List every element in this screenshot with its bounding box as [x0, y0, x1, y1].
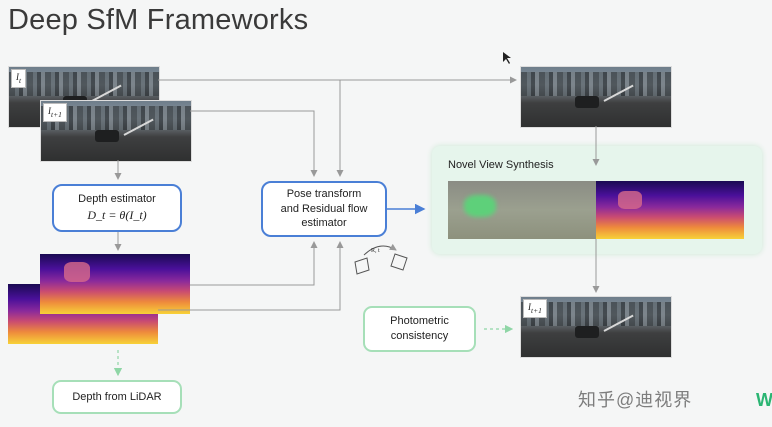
pose-label-line2: and Residual flow — [280, 202, 368, 215]
depth-lidar-box: Depth from LiDAR — [52, 380, 182, 414]
novel-view-label: Novel View Synthesis — [448, 159, 554, 171]
camera-pose-icon — [354, 243, 408, 275]
pose-label-line1: Pose transform — [286, 187, 362, 200]
pose-estimator-box: Pose transform and Residual flow estimat… — [261, 181, 387, 237]
synth-car-blob — [618, 191, 642, 209]
watermark-text: 知乎@迪视界 — [578, 390, 693, 410]
depth-estimator-box: Depth estimator D_t = θ(I_t) — [52, 184, 182, 232]
pose-label-line3: estimator — [301, 217, 347, 230]
depth-lidar-label: Depth from LiDAR — [72, 390, 162, 403]
frame-label-t: It — [11, 69, 27, 88]
depth-formula: D_t = θ(I_t) — [87, 208, 147, 223]
rt-label: R, t — [371, 248, 380, 254]
street-image — [521, 67, 671, 127]
input-frame-t1: It+1 — [40, 100, 192, 162]
depth-estimator-label: Depth estimator — [78, 193, 156, 206]
warped-image — [448, 181, 596, 239]
synth-depth-map — [596, 181, 744, 239]
frame-label-t1: It+1 — [43, 103, 67, 122]
slide-title: Deep SfM Frameworks — [8, 4, 309, 36]
photometric-label-line1: Photometric — [390, 315, 449, 328]
watermark-logo: W — [756, 390, 772, 410]
depth-car-blob — [64, 262, 90, 282]
arrow-map-to-pose — [190, 241, 318, 286]
arrow-it1-to-pose — [190, 110, 318, 177]
target-frame-top — [520, 66, 672, 128]
arrow-map2-to-pose — [158, 241, 344, 311]
cursor-icon — [503, 52, 511, 64]
photometric-box: Photometric consistency — [363, 306, 476, 352]
photometric-label-line2: consistency — [390, 330, 449, 342]
depth-map-front — [40, 254, 190, 314]
frame-label-output: It+1 — [523, 299, 547, 318]
output-frame: It+1 — [520, 296, 672, 358]
